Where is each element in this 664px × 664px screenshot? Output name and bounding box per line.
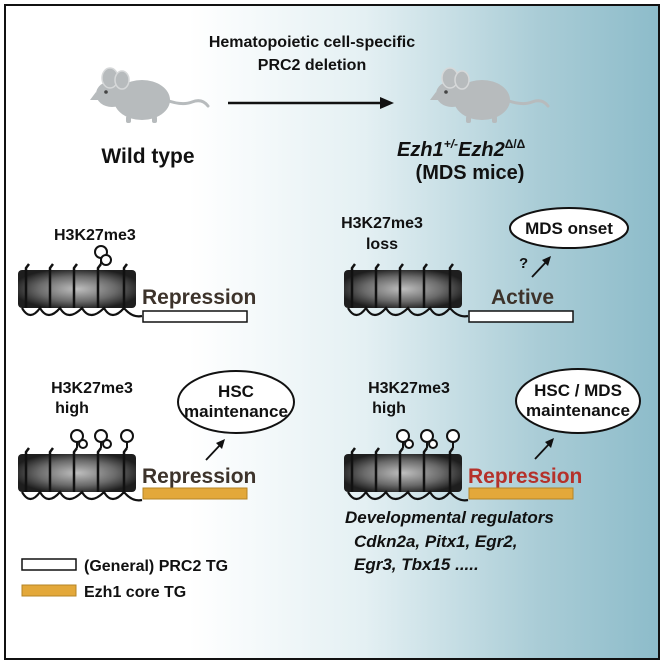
ezh1-core-tg-bar-bottom-left [142, 487, 248, 500]
regulators-title: Developmental regulators [345, 508, 554, 527]
methyl-mark-icon [94, 245, 112, 266]
general-prc2-tg-bar-top-right [468, 310, 574, 323]
mark-level-bottom-left: high [55, 400, 89, 417]
mark-label-top-left: H3K27me3 [54, 227, 136, 244]
chromatin-bottom-left [18, 429, 143, 502]
question-mark: ? [519, 255, 528, 272]
legend-swatch-ezh1 [21, 584, 77, 597]
legend-swatch-general [21, 558, 77, 571]
regulators-line-2: Egr3, Tbx15 ..... [354, 555, 479, 574]
ezh1-core-tg-bar-bottom-right [468, 487, 574, 500]
state-bottom-left: Repression [142, 465, 256, 488]
header-arrow [228, 97, 394, 109]
arrow-to-hsc-maintenance [205, 439, 225, 461]
state-top-left: Repression [142, 286, 256, 309]
genotype-mds-line-2: (MDS mice) [416, 162, 525, 184]
methyl-mark-icon [70, 429, 134, 449]
chromatin-top-right [344, 263, 469, 318]
mark-level-top-right: loss [366, 236, 398, 253]
mark-label-bottom-right: H3K27me3 [368, 380, 450, 397]
graphical-abstract: Hematopoietic cell-specific PRC2 deletio… [4, 4, 660, 660]
chromatin-top-left [18, 245, 143, 318]
hsc-mds-bubble-line-2: maintenance [526, 401, 630, 420]
header-line-1: Hematopoietic cell-specific [209, 34, 415, 51]
hsc-mds-maintenance-bubble [515, 368, 641, 434]
legend-label-ezh1: Ezh1 core TG [84, 584, 186, 601]
mds-onset-label: MDS onset [525, 219, 613, 238]
mark-label-bottom-left: H3K27me3 [51, 380, 133, 397]
methyl-mark-icon [396, 429, 460, 449]
mouse-icon-mds [430, 67, 550, 123]
genotype-mds: Ezh1+/-Ezh2Δ/Δ [397, 137, 526, 161]
hsc-bubble-line-2: maintenance [184, 402, 288, 421]
genotype-wild-type: Wild type [101, 145, 194, 168]
arrow-to-hsc-mds-maintenance [534, 438, 554, 460]
mds-onset-bubble [509, 207, 629, 249]
state-top-right: Active [491, 286, 554, 309]
hsc-mds-bubble-line-1: HSC / MDS [534, 381, 622, 400]
general-prc2-tg-bar-top-left [142, 310, 248, 323]
hsc-maintenance-bubble [177, 370, 295, 434]
mark-level-bottom-right: high [372, 400, 406, 417]
chromatin-bottom-right [344, 429, 469, 502]
legend-label-general: (General) PRC2 TG [84, 558, 228, 575]
hsc-bubble-line-1: HSC [218, 382, 254, 401]
state-bottom-right: Repression [468, 465, 582, 488]
header-line-2: PRC2 deletion [258, 57, 366, 74]
regulators-line-1: Cdkn2a, Pitx1, Egr2, [354, 532, 517, 551]
arrow-to-mds-onset [531, 256, 551, 278]
mouse-icon-wild-type [90, 67, 210, 123]
legend: (General) PRC2 TG Ezh1 core TG [21, 558, 228, 601]
mark-label-top-right: H3K27me3 [341, 215, 423, 232]
